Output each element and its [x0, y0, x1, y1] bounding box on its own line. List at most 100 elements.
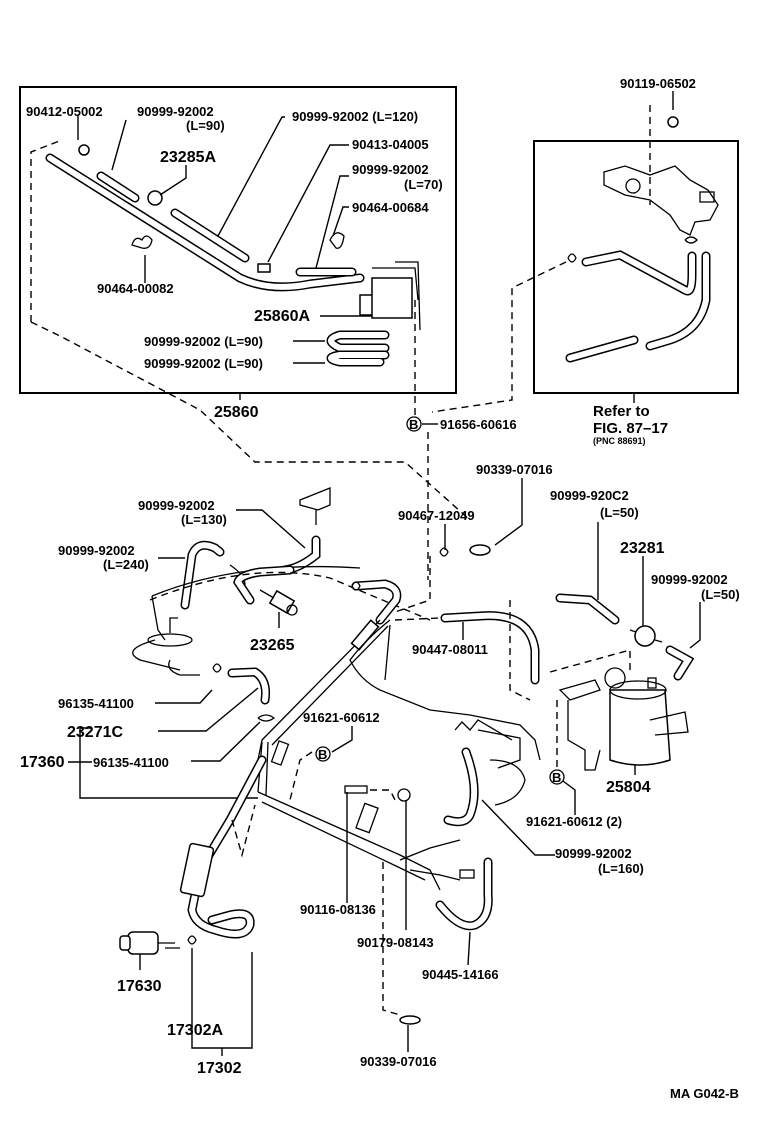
label-90999-l160: 90999-92002	[555, 846, 632, 861]
clamp-17302A	[187, 935, 197, 945]
marker-b-circle	[406, 416, 422, 432]
leader	[111, 119, 127, 171]
label-17360: 17360	[20, 754, 65, 771]
hose-l50-b	[665, 645, 695, 681]
label-25804: 25804	[606, 779, 651, 796]
clamp	[567, 253, 577, 263]
refer-fig-link[interactable]: FIG. 87–17	[593, 420, 668, 437]
label-96135-41100-b: 96135-41100	[93, 755, 169, 770]
fitting-23285A	[147, 190, 163, 206]
dashed-connector	[431, 261, 567, 413]
pump-17630	[119, 931, 180, 955]
label-90999-l240: 90999-92002	[58, 543, 135, 558]
label-25860A: 25860A	[254, 308, 310, 325]
marker-b-circle	[315, 746, 331, 762]
figure-code: MA G042-B	[670, 1086, 739, 1101]
dashed-connector	[509, 600, 531, 701]
leader	[689, 602, 701, 649]
dashed-connector	[394, 556, 431, 613]
hose-l90	[96, 171, 140, 203]
marker-b-letter: B	[552, 770, 561, 785]
joint-90413	[257, 263, 271, 273]
leader	[267, 144, 349, 263]
label-90116-08136: 90116-08136	[300, 902, 376, 917]
label-17302: 17302	[197, 1060, 242, 1077]
label-90999-l50-b-len: (L=50)	[701, 587, 740, 602]
label-23281: 23281	[620, 540, 665, 557]
hose-23271C	[227, 667, 270, 705]
label-17630: 17630	[117, 978, 162, 995]
label-90999-l90-a: 90999-92002 (L=90)	[144, 334, 263, 349]
bent-hose-refer	[565, 250, 711, 363]
label-90119-06502: 90119-06502	[620, 76, 696, 91]
leader	[481, 799, 555, 856]
dashed-connector	[382, 862, 401, 1016]
clamp-96135-b	[257, 714, 276, 722]
label-90999-l130-len: (L=130)	[181, 512, 227, 527]
marker-b-circle	[549, 769, 565, 785]
stud-90116	[344, 785, 368, 794]
dashed-connector	[289, 751, 313, 801]
label-90999-l160-len: (L=160)	[598, 861, 644, 876]
dashed-connector	[30, 139, 63, 322]
label-23265: 23265	[250, 637, 295, 654]
label-90445-14166: 90445-14166	[422, 967, 499, 982]
hose-90445	[435, 857, 493, 931]
leader	[467, 931, 471, 966]
label-23285A: 23285A	[160, 149, 216, 166]
marker-b-letter: B	[409, 417, 418, 432]
dashed-connector	[149, 571, 431, 621]
label-90999-l120: 90999-92002 (L=120)	[292, 109, 418, 124]
label-96135-41100-a: 96135-41100	[58, 696, 134, 711]
clamp-96135-a	[212, 663, 222, 673]
label-90179-08143: 90179-08143	[357, 935, 434, 950]
clamp-90467	[439, 547, 449, 557]
label-90339-07016-bot: 90339-07016	[360, 1054, 437, 1069]
dashed-connector	[370, 789, 396, 801]
dashed-connector	[394, 617, 441, 621]
label-90412-05002: 90412-05002	[26, 104, 103, 119]
hose-90447	[440, 611, 540, 685]
canister-25804	[549, 649, 689, 771]
leader	[217, 116, 285, 237]
label-90464-00082: 90464-00082	[97, 281, 174, 296]
clamp-90464-00082	[131, 235, 153, 249]
label-90999-l70: 90999-92002	[352, 162, 429, 177]
leader	[562, 780, 576, 815]
label-91621-60612: 91621-60612	[303, 710, 380, 725]
assembly-box-25860	[19, 86, 457, 394]
label-90999-l50-a: 90999-920C2	[550, 488, 629, 503]
hose-small	[168, 659, 200, 676]
sensor-23265	[259, 589, 298, 616]
check-valve-90339	[469, 544, 491, 556]
joint-90412	[78, 144, 90, 156]
marker-b-letter: B	[318, 747, 327, 762]
label-25860: 25860	[214, 404, 259, 421]
bolt-90119-06502	[667, 116, 679, 128]
label-90999-l70-len: (L=70)	[404, 177, 443, 192]
fuel-hose-17302	[179, 755, 267, 939]
label-17302A: 17302A	[167, 1022, 223, 1039]
hose-l160	[443, 747, 479, 827]
label-90999-l130: 90999-92002	[138, 498, 215, 513]
filter-housing	[299, 487, 331, 525]
leader	[155, 689, 213, 704]
dashed-connector	[231, 804, 256, 858]
check-valve-90339-bottom	[399, 1015, 421, 1025]
vsv-25860A	[359, 261, 421, 331]
label-91656-60616: 91656-60616	[440, 417, 517, 432]
hose-intake	[233, 565, 295, 605]
leader	[494, 478, 523, 546]
hose-l50-a	[555, 593, 620, 625]
vsv-bracket	[603, 165, 719, 236]
label-91621-60612-2: 91621-60612 (2)	[526, 814, 622, 829]
leader	[332, 206, 349, 237]
u-hoses-l90	[326, 330, 390, 367]
clamp	[351, 581, 361, 591]
label-90467-12049: 90467-12049	[398, 508, 475, 523]
fitting-23281	[629, 625, 663, 647]
label-90999-l50-a-len: (L=50)	[600, 505, 639, 520]
engine-body-outline	[349, 619, 541, 761]
label-90413-04005: 90413-04005	[352, 137, 429, 152]
